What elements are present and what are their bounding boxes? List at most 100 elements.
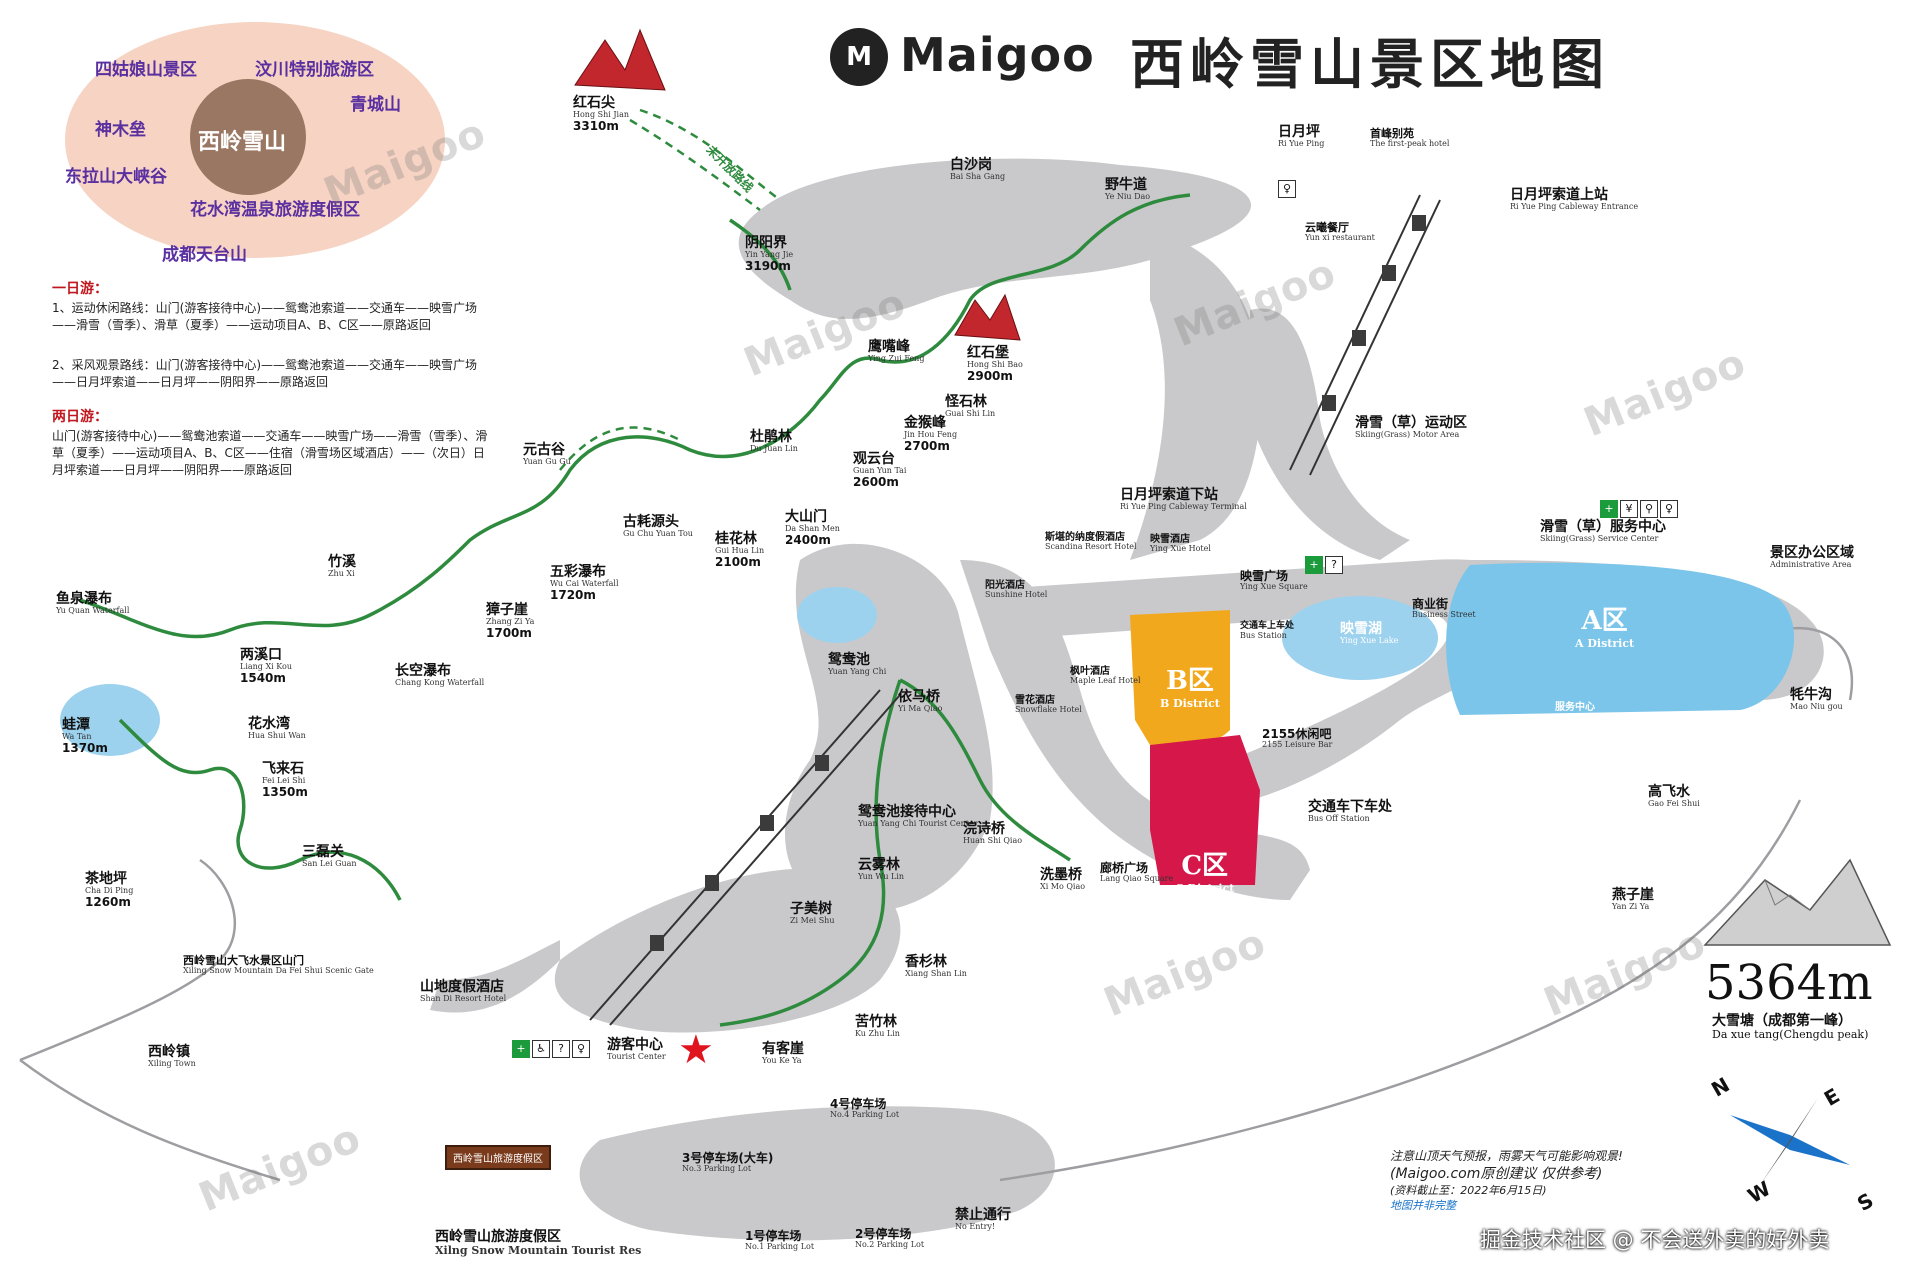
place-altitude: 2700m xyxy=(904,439,950,454)
place-name: 2号停车场 xyxy=(855,1227,912,1241)
region-center-label: 西岭雪山 xyxy=(198,130,287,155)
place-name: 红石尖 xyxy=(573,95,615,111)
peak-name: 大雪塘（成都第一峰） xyxy=(1712,1013,1852,1029)
place-name-en: Zhang Zi Ya xyxy=(486,617,535,627)
place-name: 交通车上车处 xyxy=(1240,621,1295,631)
place-name: 鸳鸯池 xyxy=(828,652,870,668)
service-center-tag: 服务中心 xyxy=(1555,702,1595,713)
place-name: 子美树 xyxy=(790,901,832,917)
place-name-en: Hua Shui Wan xyxy=(248,731,306,741)
ticket-icon: ¥ xyxy=(1620,500,1638,518)
place-name-en: Yan Zi Ya xyxy=(1612,902,1650,912)
place-name-en: Maple Leaf Hotel xyxy=(1070,676,1141,685)
info-icon: ? xyxy=(552,1040,570,1058)
place-name: 杜鹃林 xyxy=(750,429,792,445)
note-weather: 注意山顶天气预报，雨雾天气可能影响观景! xyxy=(1390,1149,1623,1163)
place-name: 五彩瀑布 xyxy=(550,564,606,580)
place-name-en: Sunshine Hotel xyxy=(985,590,1048,599)
place-name: 獐子崖 xyxy=(486,602,528,618)
note-source: (Maigoo.com原创建议 仅供参考) xyxy=(1390,1166,1603,1182)
district-name: B区 xyxy=(1165,666,1214,696)
place-name: 大山门 xyxy=(785,509,827,525)
note-date: (资料截止至：2022年6月15日) xyxy=(1390,1184,1547,1197)
place-name-en: Mao Niu gou xyxy=(1790,702,1843,712)
place-name: 1号停车场 xyxy=(745,1229,802,1243)
place-name-en: You Ke Ya xyxy=(762,1056,802,1066)
place-name-en: Jin Hou Feng xyxy=(904,430,958,440)
place-altitude: 2100m xyxy=(715,555,761,570)
place-name-en: Da Shan Men xyxy=(785,524,840,534)
place-name-en: Xiling Town xyxy=(148,1059,196,1069)
place-name-en: No.2 Parking Lot xyxy=(855,1240,925,1250)
place-name: 阳光酒店 xyxy=(985,580,1025,591)
place-altitude: 1720m xyxy=(550,588,596,603)
brand-logo: M xyxy=(830,28,888,86)
place-name-en: Cha Di Ping xyxy=(85,886,134,896)
place-name: 2155休闲吧 xyxy=(1262,727,1332,741)
place-name-en: Zhu Xi xyxy=(328,569,355,579)
place-altitude: 3190m xyxy=(745,259,791,274)
place-name: 有客崖 xyxy=(762,1041,804,1057)
place-name: 映雪湖 xyxy=(1340,621,1382,637)
place-name-en: Yuan Yang Chi Tourist Center xyxy=(858,819,978,829)
place-name: 花水湾 xyxy=(248,716,290,732)
cableways xyxy=(589,194,1441,1026)
place-name-en: No Entry! xyxy=(955,1222,996,1232)
place-name-en: Gao Fei Shui xyxy=(1648,799,1700,809)
place-name: 山地度假酒店 xyxy=(420,979,504,995)
place-name-en: Fei Lei Shi xyxy=(262,776,306,786)
lakes xyxy=(60,587,1438,756)
place-name: 首峰别苑 xyxy=(1370,127,1414,140)
closed-trail xyxy=(559,108,781,471)
place-name: 鱼泉瀑布 xyxy=(56,591,112,607)
place-name-en: Hong Shi Bao xyxy=(967,360,1023,370)
place-name: 西岭雪山大飞水景区山门 xyxy=(183,954,304,967)
yingxue-lake xyxy=(1282,596,1438,680)
toilet-icon: ♀ xyxy=(572,1040,590,1058)
place-name-en: San Lei Guan xyxy=(302,859,357,869)
district-name-en: B District xyxy=(1160,697,1220,710)
place-altitude: 1260m xyxy=(85,895,131,910)
place-name: 3号停车场(大车) xyxy=(682,1151,774,1165)
region-item: 花水湾温泉旅游度假区 xyxy=(190,200,360,220)
cable-cars xyxy=(650,215,1426,951)
place-name-en: Gui Hua Lin xyxy=(715,546,765,556)
region-item: 四姑娘山景区 xyxy=(95,60,197,80)
place-name-en: Ying Xue Lake xyxy=(1340,636,1399,646)
district-name: A区 xyxy=(1581,606,1628,636)
place-name: 鹰嘴峰 xyxy=(868,339,910,355)
place-name-en: Yu Quan Waterfall xyxy=(56,606,130,616)
place-name: 野牛道 xyxy=(1105,177,1147,193)
place-name-en: Shan Di Resort Hotel xyxy=(420,994,507,1004)
place-name-en: Huan Shi Qiao xyxy=(963,836,1023,846)
place-name-en: Chang Kong Waterfall xyxy=(395,678,485,688)
peak-illustration xyxy=(1703,858,1892,946)
place-name-en: 2155 Leisure Bar xyxy=(1262,740,1333,750)
